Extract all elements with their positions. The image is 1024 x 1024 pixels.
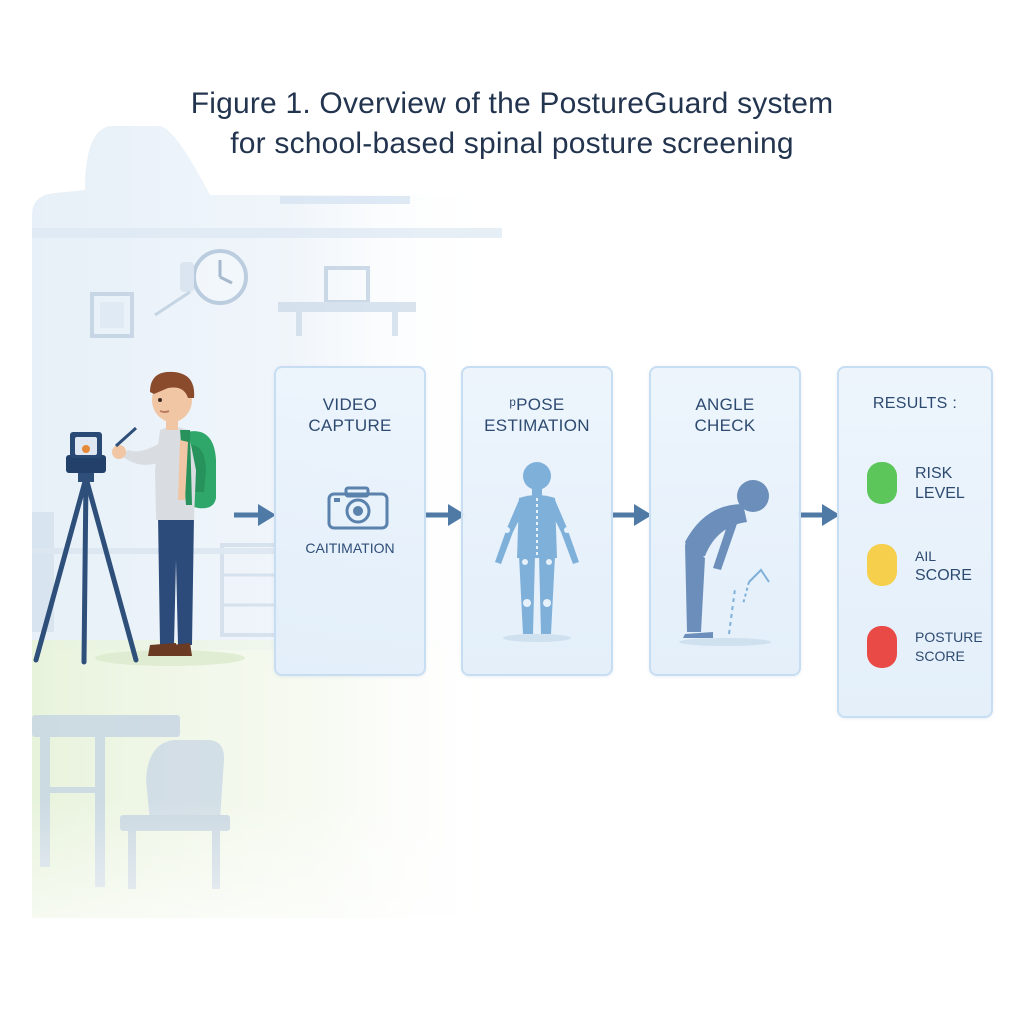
result-label-line1: AIL [915,548,937,564]
panel-label-line2: CHECK [694,416,756,435]
wall-frame-left [90,292,134,338]
result-label-ail-score: AIL SCORE [915,546,972,586]
pose-estimation-label: ᵖPOSE ESTIMATION [463,394,611,436]
result-label-line2: SCORE [915,567,972,584]
yellow-status-indicator [867,544,897,586]
flow-arrow-4 [798,504,840,526]
bending-figure-icon [679,480,771,646]
video-capture-sublabel: CAITIMATION [305,540,395,556]
pose-estimation-panel: ᵖPOSE ESTIMATION [461,366,613,676]
result-label-line2: LEVEL [915,485,965,502]
panel-label-line1: ᵖPOSE [509,395,565,414]
result-label-line1: POSTURE [915,629,983,645]
figure-title: Figure 1. Overview of the PostureGuard s… [0,84,1024,164]
camera-tripod [33,432,139,665]
figure-title-line1: Figure 1. Overview of the PostureGuard s… [190,87,834,120]
result-label-line2: SCORE [915,648,965,664]
video-capture-panel: VIDEO CAPTURE CAITIMATION [274,366,426,676]
result-label-line1: RISK [915,465,953,482]
camera-icon [327,486,389,530]
results-title: RESULTS : [872,395,958,412]
results-panel: RESULTS : RISK LEVEL AIL SCORE POSTURE S… [837,366,993,718]
angle-check-label: ANGLE CHECK [651,394,799,436]
wall-background [32,126,502,650]
figure-title-line2: for school-based spinal posture screenin… [230,127,794,160]
video-capture-label: VIDEO CAPTURE [276,394,424,436]
student-figure [112,371,216,656]
red-status-indicator [867,626,897,668]
panel-label-line2: CAPTURE [308,416,392,435]
skeleton-figure-icon [495,462,579,642]
wall-clock-icon [154,249,248,317]
flow-arrow-1 [234,504,276,526]
wall-shelf [278,266,416,336]
flow-arrow-2 [424,504,466,526]
panel-label-line2: ESTIMATION [484,416,590,435]
panel-label-line1: VIDEO [322,395,378,414]
result-label-risk-level: RISK LEVEL [915,464,965,504]
green-status-indicator [867,462,897,504]
flow-arrow-3 [610,504,652,526]
result-label-posture-score: POSTURE SCORE [915,628,983,666]
panel-label-line1: ANGLE [695,395,755,414]
angle-check-panel: ANGLE CHECK [649,366,801,676]
